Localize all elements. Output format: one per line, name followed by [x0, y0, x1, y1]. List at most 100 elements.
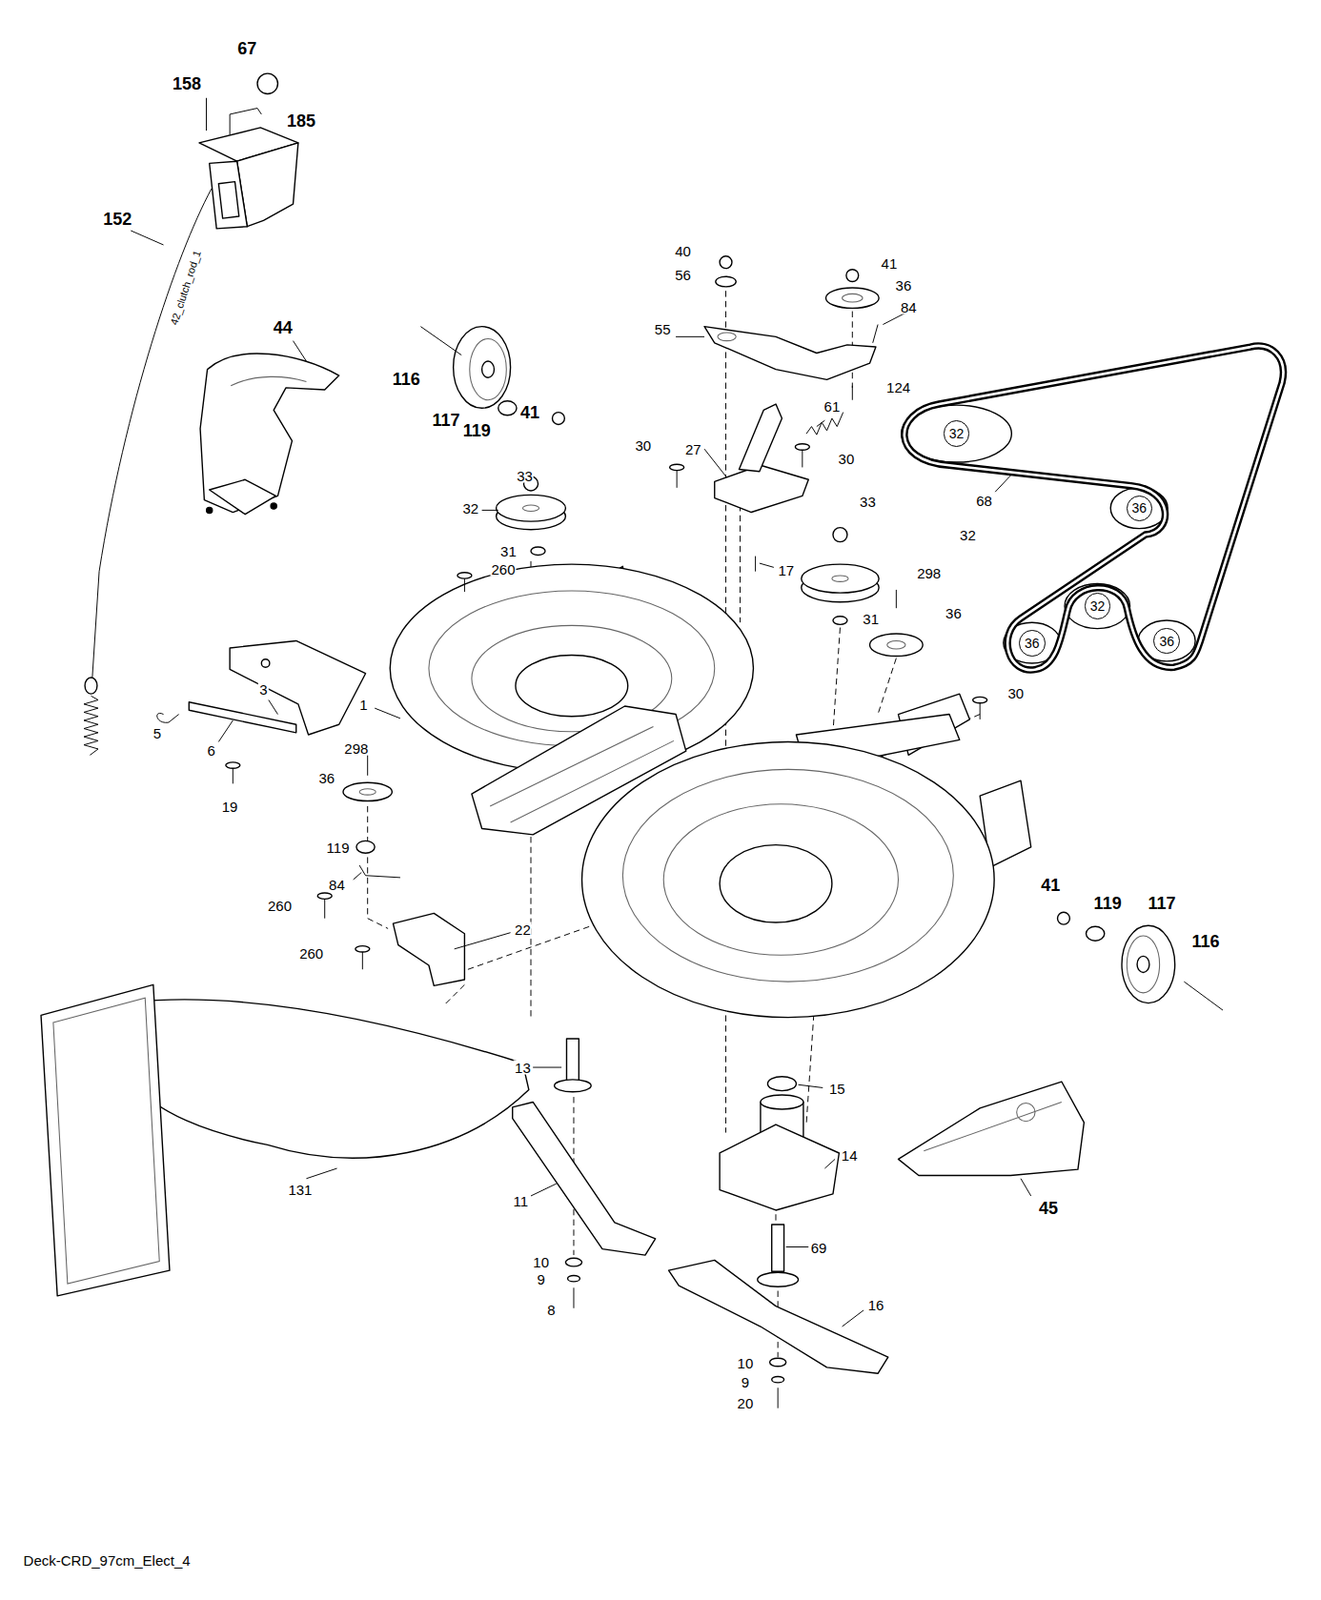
callout-number: 36 — [1024, 636, 1040, 651]
idler-bracket — [754, 556, 756, 572]
deck-housing — [510, 740, 674, 823]
belt-guard — [209, 479, 277, 514]
gauge-wheel — [453, 326, 511, 409]
spindle-blade — [512, 1101, 656, 1256]
idler-arm — [825, 287, 879, 308]
spindle-blade — [757, 1272, 799, 1287]
deck-housing — [582, 741, 996, 1017]
assembly-line — [774, 1214, 776, 1225]
assembly-line — [367, 806, 388, 929]
leader-line — [482, 509, 499, 511]
spindle-blade — [772, 1224, 785, 1272]
pulley-callout: 36 — [1018, 630, 1046, 657]
belt-guard — [270, 503, 277, 509]
spindle-pulley — [887, 640, 906, 650]
clutch-bracket — [199, 73, 299, 229]
deck-hanger-bracket — [188, 702, 296, 733]
idler-arm — [873, 325, 878, 344]
spindle-blade — [512, 1038, 889, 1409]
deck-housing — [374, 708, 401, 719]
callout-number: 9 — [536, 1272, 547, 1287]
gauge-wheel — [498, 401, 517, 416]
callout-number: 17 — [776, 562, 795, 577]
callout-number: 69 — [810, 1239, 829, 1255]
callout-number: 84 — [327, 876, 346, 892]
callout-number: 30 — [837, 450, 856, 466]
clutch-bracket — [209, 161, 248, 229]
assembly-line — [739, 505, 741, 623]
idler-bracket-left — [457, 572, 472, 579]
leader-line — [759, 563, 774, 568]
callout-number: 119 — [325, 840, 351, 855]
callout-number: 10 — [736, 1355, 755, 1370]
belt-cover — [897, 1081, 1084, 1177]
callout-number: 152 — [101, 210, 133, 228]
drive-belt — [995, 475, 1011, 492]
idler-bracket-left — [362, 951, 364, 970]
drive-belt — [904, 345, 1284, 671]
pulley-callout: 36 — [1126, 495, 1154, 523]
spindle-pulley — [833, 616, 848, 626]
drawing-caption: Deck-CRD_97cm_Elect_4 — [22, 1553, 192, 1568]
idler-bracket — [794, 444, 810, 450]
gauge-wheel — [1057, 912, 1071, 925]
leader-line — [454, 933, 511, 950]
callout-number: 33 — [515, 468, 534, 484]
callout-number: 32 — [949, 426, 965, 441]
clutch-cable — [83, 188, 212, 755]
leader-line — [353, 873, 363, 880]
deck-housing — [374, 564, 1032, 1017]
spindle-pulley — [833, 528, 848, 543]
assembly-line — [877, 658, 896, 715]
idler-bracket — [801, 448, 803, 468]
idler-bracket-left — [464, 577, 466, 592]
leader-line — [675, 336, 705, 338]
callout-number: 19 — [221, 799, 240, 814]
leader-line — [824, 1158, 835, 1169]
assembly-line — [444, 984, 465, 1005]
spindle-pulley — [530, 547, 546, 556]
leader-line — [842, 1310, 864, 1327]
gauge-wheel — [1126, 935, 1159, 994]
callout-number: 36 — [317, 771, 336, 786]
discharge-chute — [40, 984, 529, 1297]
callout-number: 36 — [1132, 501, 1148, 515]
callout-number: 44 — [272, 319, 294, 337]
idler-bracket — [714, 465, 810, 512]
callout-number: 55 — [653, 321, 672, 336]
idler-bracket-left — [366, 754, 368, 775]
clutch-bracket — [218, 182, 239, 220]
idler-bracket — [670, 404, 844, 572]
callout-number: 13 — [513, 1060, 532, 1076]
idler-bracket-left — [973, 696, 988, 703]
callout-number: 31 — [861, 611, 880, 627]
cable-marking: 42_clutch_rod_1 — [168, 248, 204, 328]
idler-arm — [704, 326, 876, 381]
clutch-cable — [84, 677, 98, 694]
callout-number: 158 — [171, 75, 203, 93]
callout-number: 67 — [236, 40, 258, 58]
clutch-cable — [83, 695, 99, 755]
deck-housing — [663, 804, 898, 956]
idler-bracket-left — [979, 702, 981, 720]
leader-line — [130, 230, 915, 1327]
gauge-wheel — [551, 412, 565, 426]
idler-bracket-left — [324, 897, 326, 918]
callout-number: 36 — [944, 605, 963, 620]
callout-number: 10 — [531, 1254, 550, 1269]
leader-line — [786, 1246, 810, 1248]
deck-hanger-bracket — [225, 762, 241, 769]
idler-bracket-left — [343, 782, 392, 801]
callout-number: 14 — [840, 1148, 859, 1163]
callout-number: 84 — [899, 300, 918, 315]
deck-housing — [719, 845, 833, 923]
idler-bracket — [806, 412, 844, 436]
drive-belt — [901, 345, 1284, 671]
spindle-blade — [719, 1124, 839, 1211]
callout-number: 298 — [915, 565, 942, 580]
leader-line — [268, 700, 279, 715]
clutch-bracket — [229, 108, 262, 136]
callout-number: 260 — [266, 898, 293, 914]
leader-line — [798, 1084, 824, 1088]
spindle-blade — [767, 1077, 796, 1092]
